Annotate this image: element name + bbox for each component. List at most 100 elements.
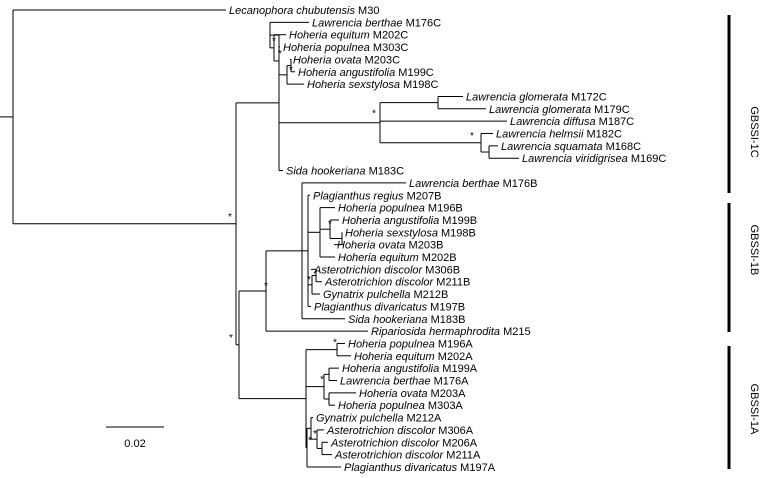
- tip-species: Lawrencia berthae: [340, 376, 431, 388]
- tip-code: M206A: [439, 437, 478, 449]
- support-asterisk: *: [278, 49, 282, 60]
- tip-label: Sida hookeriana M183B: [348, 314, 465, 326]
- tip-species: Asterotrichion discolor: [330, 437, 441, 449]
- tip-species: Lawrencia diffusa: [510, 116, 596, 128]
- tip-code: M199B: [439, 215, 477, 227]
- support-asterisk: *: [289, 65, 293, 76]
- support-asterisk: *: [307, 275, 311, 286]
- clade-label: GBSSI-1A: [748, 384, 760, 435]
- support-markers: **************: [228, 36, 474, 447]
- tip-label: Asterotrichion discolor M306B: [313, 264, 460, 276]
- tip-code: M212A: [403, 413, 442, 425]
- tip-code: M211B: [433, 277, 470, 289]
- tip-species: Gynatrix pulchella: [323, 289, 410, 301]
- tip-code: M215: [500, 326, 531, 338]
- tip-species: Hoheria angustifolia: [342, 215, 439, 227]
- tip-label: Lawrencia berthae M176C: [312, 17, 441, 29]
- tip-species: Hoheria populnea: [348, 338, 435, 350]
- tip-label: Plagianthus divaricatus M197B: [314, 301, 465, 313]
- tip-code: M306B: [422, 264, 460, 276]
- tip-label: Lawrencia squamata M168C: [501, 141, 641, 153]
- tip-species: Asterotrichion discolor: [334, 450, 445, 462]
- tip-label: Lawrencia glomerata M179C: [489, 104, 630, 116]
- tip-code: M202B: [419, 252, 457, 264]
- tip-species: Hoheria populnea: [338, 400, 425, 412]
- support-asterisk: *: [228, 212, 232, 223]
- tip-code: M202A: [435, 351, 474, 363]
- tip-code: M199C: [395, 67, 434, 79]
- tip-label: Hoheria sexstylosa M198B: [345, 227, 476, 239]
- tip-code: M197A: [457, 462, 496, 474]
- tip-code: M176A: [431, 376, 470, 388]
- support-asterisk: *: [328, 219, 332, 230]
- tip-label: Asterotrichion discolor M206A: [330, 437, 478, 449]
- tip-code: M176B: [500, 178, 538, 190]
- tip-code: M212B: [410, 289, 448, 301]
- tip-code: M211A: [443, 450, 481, 462]
- tip-label: Hoheria sexstylosa M198C: [307, 79, 439, 91]
- tip-label: Lawrencia diffusa M187C: [510, 116, 634, 128]
- tip-label: Ripariosida hermaphrodita M215: [371, 326, 531, 338]
- tip-code: M196A: [435, 338, 474, 350]
- tip-species: Hoheria ovata: [359, 388, 428, 400]
- tip-label: Sida hookeriana M183C: [286, 166, 404, 178]
- tip-label: Lawrencia helmsii M182C: [496, 129, 622, 141]
- tree-branches: [0, 9, 519, 468]
- scale-bar-label: 0.02: [124, 438, 145, 450]
- tip-code: M202C: [370, 30, 409, 42]
- tip-code: M183C: [366, 166, 405, 178]
- tip-code: M199A: [439, 363, 478, 375]
- tip-species: Hoheria populnea: [338, 203, 425, 215]
- tip-label: Hoheria angustifolia M199C: [298, 67, 434, 79]
- tip-label: Plagianthus divaricatus M197A: [344, 462, 496, 474]
- tip-code: M169C: [628, 153, 667, 165]
- tip-species: Lawrencia helmsii: [496, 129, 584, 141]
- tip-code: M172C: [568, 91, 607, 103]
- tip-species: Plagianthus regius: [313, 190, 404, 202]
- tip-label: Lawrencia viridigrisea M169C: [522, 153, 666, 165]
- tip-code: M203B: [406, 240, 444, 252]
- tip-label: Hoheria ovata M203A: [359, 388, 466, 400]
- tip-label: Lawrencia berthae M176B: [409, 178, 537, 190]
- clade-label: GBSSI-1B: [748, 225, 760, 276]
- tip-species: Hoheria equitum: [289, 30, 370, 42]
- tip-species: Hoheria angustifolia: [342, 363, 439, 375]
- tip-species: Ripariosida hermaphrodita: [371, 326, 500, 338]
- tip-species: Hoheria sexstylosa: [345, 227, 438, 239]
- tip-species: Sida hookeriana: [348, 314, 428, 326]
- tip-species: Hoheria ovata: [337, 240, 406, 252]
- support-asterisk: *: [272, 36, 276, 47]
- support-asterisk: *: [333, 338, 337, 349]
- tip-label: Gynatrix pulchella M212A: [316, 413, 442, 425]
- tip-species: Hoheria equitum: [354, 351, 435, 363]
- tip-species: Gynatrix pulchella: [316, 413, 403, 425]
- support-asterisk: *: [470, 131, 474, 142]
- support-asterisk: *: [308, 436, 312, 447]
- tip-code: M198B: [438, 227, 476, 239]
- tip-label: Lecanophora chubutensis M30: [229, 5, 379, 17]
- tip-species: Plagianthus divaricatus: [314, 301, 428, 313]
- tip-label: Plagianthus regius M207B: [313, 190, 441, 202]
- tip-code: M179C: [591, 104, 630, 116]
- support-asterisk: *: [372, 109, 376, 120]
- tip-species: Asterotrichion discolor: [313, 264, 424, 276]
- tip-label: Hoheria populnea M303C: [283, 42, 408, 54]
- tip-label: Hoheria equitum M202C: [289, 30, 408, 42]
- tip-label: Hoheria equitum M202A: [354, 351, 473, 363]
- tip-species: Lawrencia squamata: [501, 141, 603, 153]
- tip-label: Asterotrichion discolor M211B: [324, 277, 470, 289]
- tip-code: M198C: [400, 79, 439, 91]
- tip-code: M187C: [596, 116, 635, 128]
- tip-label: Gynatrix pulchella M212B: [323, 289, 448, 301]
- tip-code: M176C: [403, 17, 442, 29]
- tip-code: M197B: [427, 301, 465, 313]
- tip-code: M306A: [435, 425, 474, 437]
- tip-label: Asterotrichion discolor M306A: [326, 425, 474, 437]
- tip-species: Lawrencia berthae: [312, 17, 403, 29]
- tip-label: Hoheria ovata M203C: [293, 54, 400, 66]
- tip-code: M168C: [603, 141, 642, 153]
- tip-code: M183B: [428, 314, 466, 326]
- support-asterisk: *: [264, 281, 268, 292]
- tip-label: Hoheria populnea M303A: [338, 400, 463, 412]
